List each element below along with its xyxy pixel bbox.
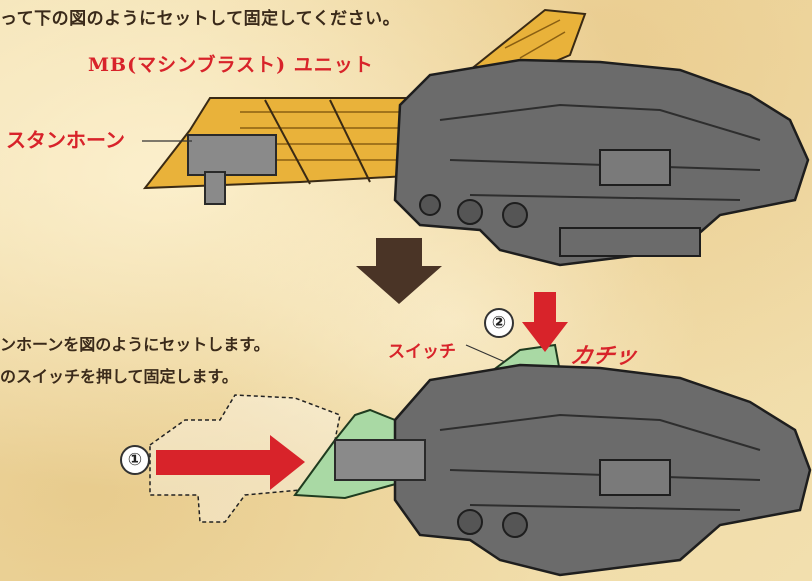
blaster-top-illustration [142, 8, 810, 267]
switch-label: スイッチ [388, 342, 456, 362]
stun-horn-label: スタンホーン [6, 128, 125, 152]
step-number-1: ① [120, 445, 150, 475]
press-arrow-icon [522, 292, 568, 352]
instruction-intro: って下の図のようにセットして固定してください。 [0, 9, 401, 29]
instruction-step2: のスイッチを押して固定します。 [0, 367, 238, 386]
down-arrow-icon [356, 238, 442, 304]
insert-arrow-icon [156, 435, 305, 490]
blaster-bottom-illustration [149, 343, 812, 577]
stun-horn-top [187, 134, 277, 176]
step-number-2: ② [484, 308, 514, 338]
mb-unit-label: MB(マシンブラスト) ユニット [88, 54, 374, 76]
instruction-step1: ンホーンを図のようにセットします。 [0, 335, 270, 354]
click-sound-label: カチッ [568, 344, 639, 369]
